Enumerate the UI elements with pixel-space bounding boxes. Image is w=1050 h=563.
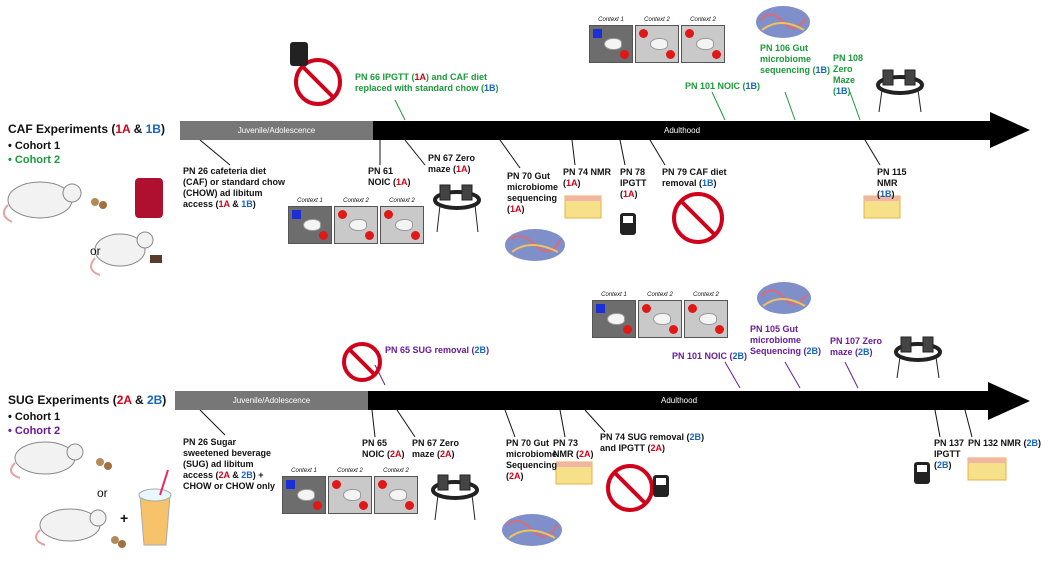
sug-juvenile-label: Juvenile/Adolescence xyxy=(232,396,311,405)
sug-or-text: or xyxy=(97,486,108,500)
sug-nmr-icon-2 xyxy=(967,457,1007,481)
sug-glucometer-icon-1 xyxy=(653,475,669,497)
caf-pn26-label: PN 26 cafeteria diet (CAF) or standard c… xyxy=(183,166,286,209)
sug-connectors xyxy=(199,409,973,438)
sug-rat-drink-icon xyxy=(35,469,172,548)
caf-cohort-2: • Cohort 2 xyxy=(8,154,61,166)
sug-cohort-1: • Cohort 1 xyxy=(8,411,61,423)
sug-cohort-2: • Cohort 2 xyxy=(8,425,61,437)
caf-noic-contexts-1b: Context 1 Context 2 Context 2 xyxy=(589,16,725,63)
caf-zero-maze-icon-2 xyxy=(876,69,924,113)
sug-pn107-label: PN 107 Zero maze (2B) xyxy=(830,336,883,357)
sug-pn137-label: PN 137 IPGTT (2B) xyxy=(934,438,965,470)
caf-timeline-arrowhead xyxy=(990,112,1030,148)
caf-no-diet-icon-1 xyxy=(290,42,342,106)
caf-connectors xyxy=(199,139,881,169)
sug-rat-icon xyxy=(10,441,112,479)
caf-section-title: CAF Experiments (1A & 1B) xyxy=(8,122,165,136)
sug-microbiome-icon-1 xyxy=(502,514,562,546)
sug-adulthood-label: Adulthood xyxy=(660,396,698,405)
sug-no-drink-icon-2 xyxy=(606,464,654,512)
sug-microbiome-icon-2 xyxy=(757,282,811,314)
sug-pn105-label: PN 105 Gut microbiome Sequencing (2B) xyxy=(750,324,822,356)
caf-glucometer-icon xyxy=(620,213,636,235)
sug-pn26-label: PN 26 Sugar sweetened beverage (SUG) ad … xyxy=(183,437,275,491)
sug-noic-contexts-2a: Context 1 Context 2 Context 2 xyxy=(282,467,418,514)
caf-pn78-label: PN 78 IPGTT (1A) xyxy=(620,167,647,199)
caf-juvenile-bar: Juvenile/Adolescence xyxy=(180,121,373,140)
caf-pn70-label: PN 70 Gut microbiome sequencing (1A) xyxy=(507,171,559,214)
caf-nmr-icon-1 xyxy=(564,195,602,219)
caf-adulthood-label: Adulthood xyxy=(663,126,701,135)
caf-cohort-1: • Cohort 1 xyxy=(8,140,61,152)
caf-pn67-label: PN 67 Zero maze (1A) xyxy=(428,153,476,174)
caf-pn74-label: PN 74 NMR (1A) xyxy=(563,167,612,188)
sug-pn74-label: PN 74 SUG removal (2B) and IPGTT (2A) xyxy=(600,432,705,453)
sug-juvenile-bar: Juvenile/Adolescence xyxy=(175,391,368,410)
caf-pn66-label: PN 66 IPGTT (1A) and CAF diet replaced w… xyxy=(355,72,499,93)
caf-rat-icon xyxy=(2,181,107,223)
caf-zero-maze-icon-1 xyxy=(433,184,481,233)
sug-pn73-label: PN 73 NMR (2A) xyxy=(553,438,594,459)
sug-nmr-icon-1 xyxy=(555,461,593,485)
caf-pn61-label: PN 61 NOIC (1A) xyxy=(368,166,411,187)
sug-pn65-sug-removal-label: PN 65 SUG removal (2B) xyxy=(385,345,490,355)
sug-zero-maze-icon-2 xyxy=(894,336,942,379)
caf-no-diet-icon-2 xyxy=(672,192,724,244)
sug-glucometer-icon-2 xyxy=(914,462,930,484)
sug-cohort2-connectors xyxy=(374,361,859,389)
caf-microbiome-icon-2 xyxy=(756,6,810,38)
sug-section-title: SUG Experiments (2A & 2B) xyxy=(8,393,167,407)
caf-pn115-label: PN 115 NMR (1B) xyxy=(877,167,907,199)
caf-pn101-label: PN 101 NOIC (1B) xyxy=(685,81,761,91)
caf-pn106-label: PN 106 Gut microbiome sequencing (1B) xyxy=(760,43,831,75)
sug-zero-maze-icon-1 xyxy=(431,474,479,521)
sug-pn132-label: PN 132 NMR (2B) xyxy=(968,438,1042,448)
caf-pn79-label: PN 79 CAF diet removal (1B) xyxy=(662,167,727,188)
caf-microbiome-icon-1 xyxy=(505,229,565,261)
caf-cohort2-connectors xyxy=(394,91,861,121)
caf-rat-soda-icon xyxy=(90,178,163,276)
sug-pn101-label: PN 101 NOIC (2B) xyxy=(672,351,748,361)
caf-nmr-icon-2 xyxy=(863,195,901,219)
sug-timeline-arrowhead xyxy=(988,382,1030,420)
sug-pn70-label: PN 70 Gut microbiome Sequencing (2A) xyxy=(506,438,558,481)
caf-juvenile-label: Juvenile/Adolescence xyxy=(237,126,316,135)
caf-noic-contexts-1a: Context 1 Context 2 Context 2 xyxy=(288,197,424,244)
sug-no-drink-icon-1 xyxy=(342,342,382,382)
sug-adulthood-bar: Adulthood xyxy=(368,391,990,410)
sug-pn65-noic-label: PN 65 NOIC (2A) xyxy=(362,438,405,459)
sug-pn67-label: PN 67 Zero maze (2A) xyxy=(412,438,460,459)
sug-noic-contexts-2b: Context 1 Context 2 Context 2 xyxy=(592,291,728,338)
caf-or-text: or xyxy=(90,244,101,258)
caf-pn108-label: PN 108 Zero Maze (1B) xyxy=(833,53,864,96)
caf-adulthood-bar: Adulthood xyxy=(373,121,991,140)
sug-plus-text: + xyxy=(120,510,129,526)
